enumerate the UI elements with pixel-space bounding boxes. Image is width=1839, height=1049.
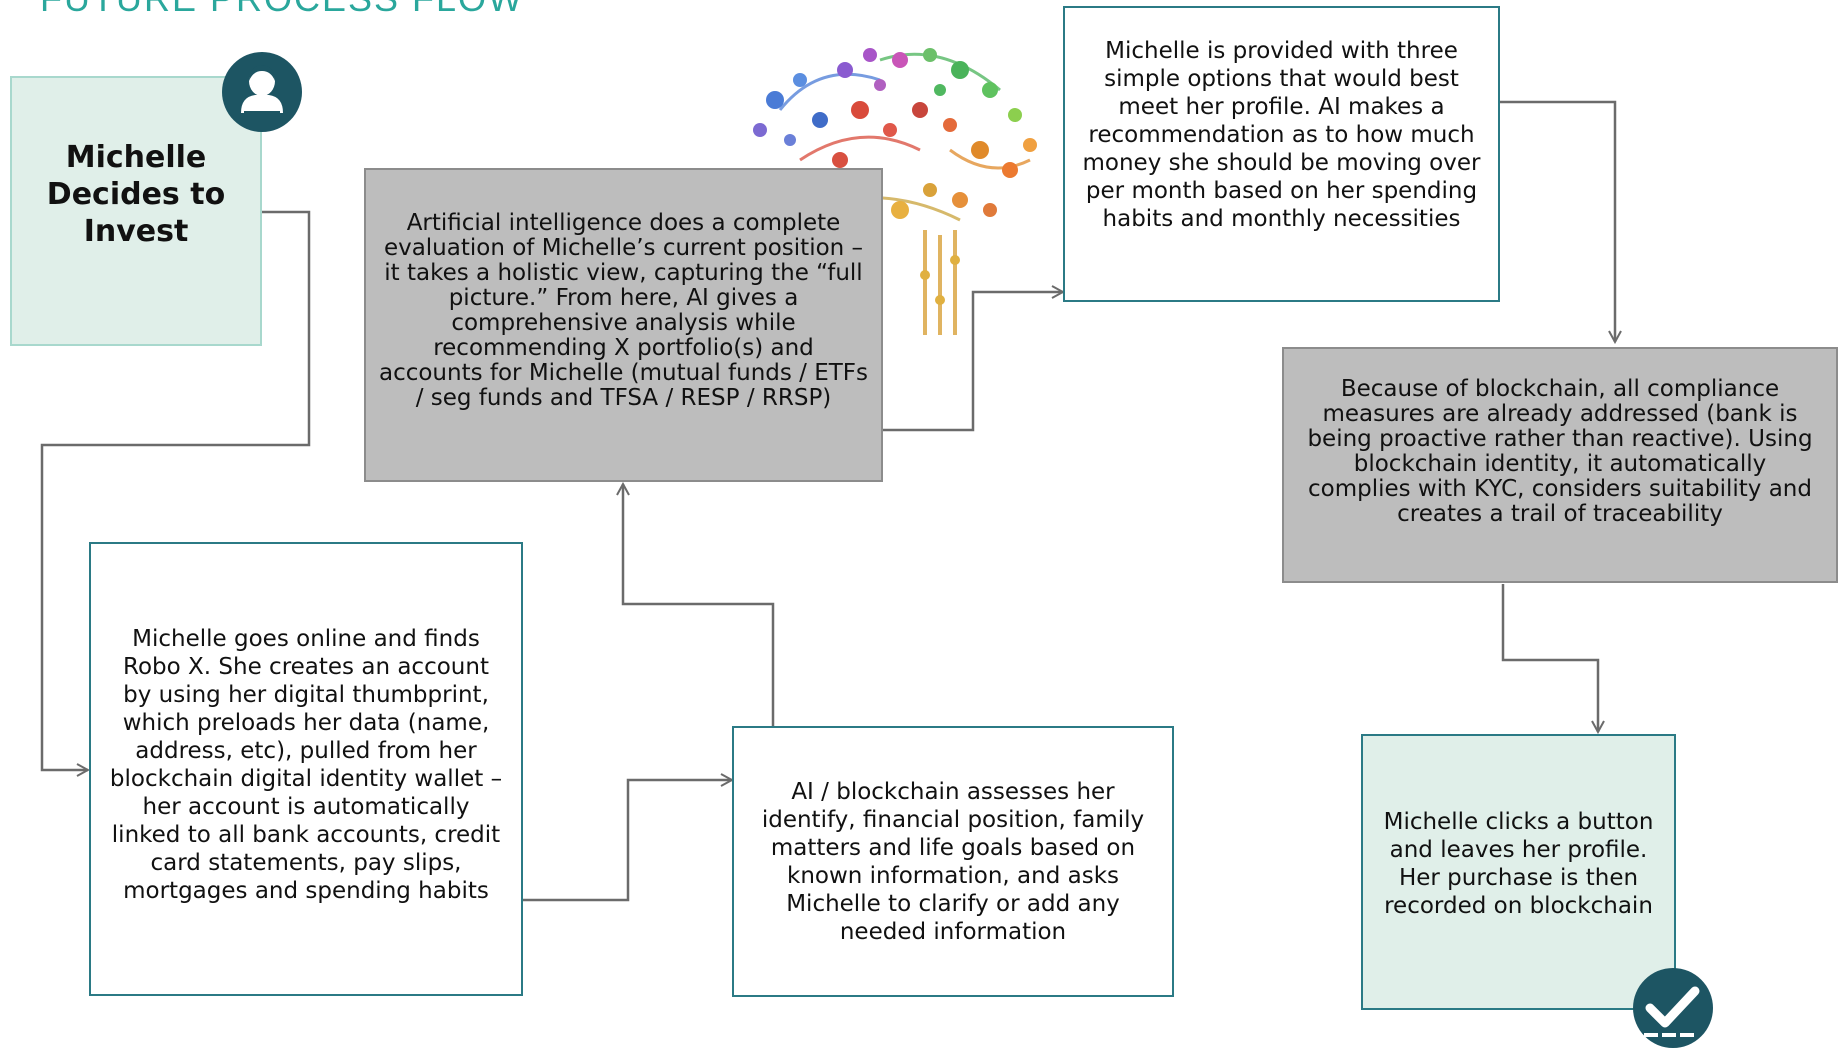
- step-decide-box: Michelle Decides to Invest: [10, 76, 262, 346]
- connector-decide-to-online: [40, 210, 311, 770]
- step-assess-text: AI / blockchain assesses her identify, f…: [761, 778, 1145, 945]
- step-decide-label: Michelle Decides to Invest: [46, 139, 226, 249]
- step-blockchain-text: Because of blockchain, all compliance me…: [1307, 376, 1813, 527]
- connector-online-to-assess: [522, 780, 732, 902]
- step-online-text: Michelle goes online and finds Robo X. S…: [109, 626, 503, 904]
- person-avatar-icon: [222, 52, 302, 132]
- step-options-box: Michelle is provided with three simple o…: [1063, 6, 1500, 302]
- checkmark-icon: [1633, 968, 1713, 1048]
- step-purchase-text: Michelle clicks a button and leaves her …: [1383, 809, 1654, 919]
- connector-options-to-blockchain: [1500, 100, 1615, 342]
- connector-blockchain-to-purchase: [1501, 584, 1598, 732]
- step-blockchain-box: Because of blockchain, all compliance me…: [1282, 347, 1838, 583]
- step-purchase-box: Michelle clicks a button and leaves her …: [1361, 734, 1676, 1010]
- step-online-box: Michelle goes online and finds Robo X. S…: [89, 542, 523, 996]
- step-assess-box: AI / blockchain assesses her identify, f…: [732, 726, 1174, 997]
- step-ai-evaluation-text: Artificial intelligence does a complete …: [378, 210, 869, 411]
- step-options-text: Michelle is provided with three simple o…: [1082, 38, 1481, 232]
- page-title: FUTURE PROCESS FLOW: [40, 0, 524, 20]
- connector-ai-eval-to-options: [882, 292, 1063, 432]
- connector-assess-to-ai-eval: [623, 484, 775, 726]
- step-ai-evaluation-box: Artificial intelligence does a complete …: [364, 168, 883, 482]
